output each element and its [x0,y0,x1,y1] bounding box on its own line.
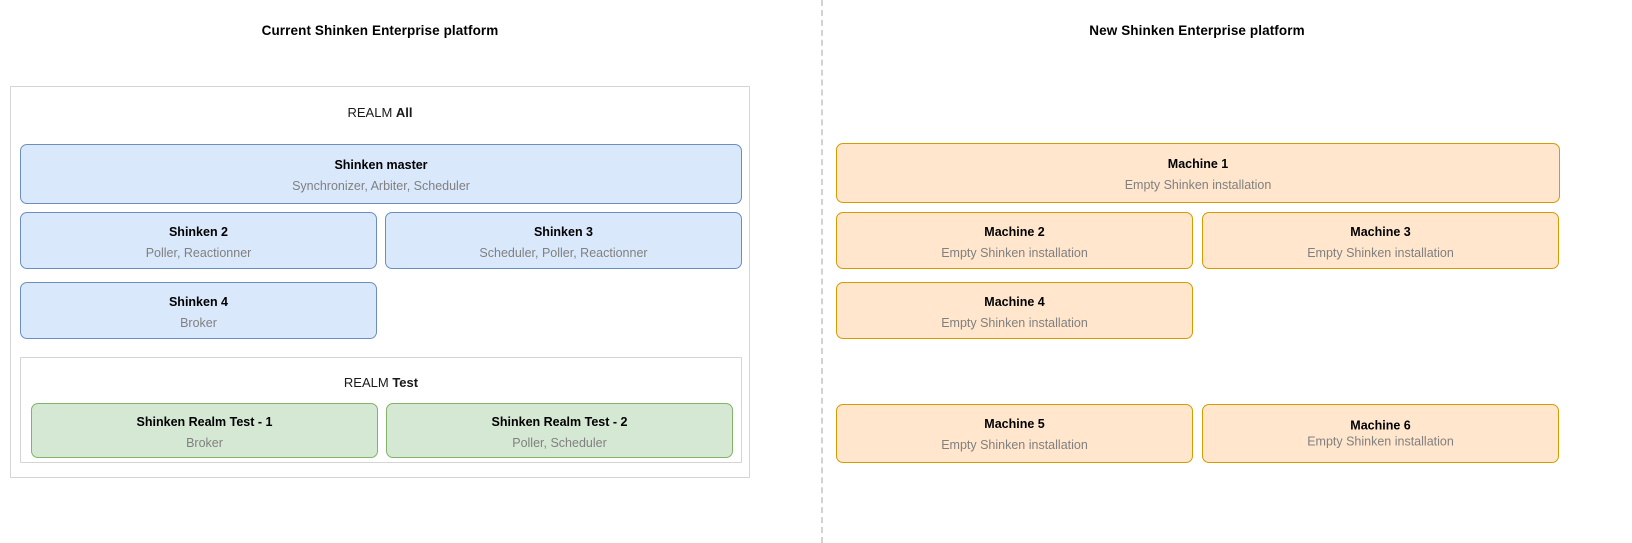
panel-divider [821,0,823,543]
node-shinken-3[interactable]: Shinken 3 Scheduler, Poller, Reactionner [385,212,742,269]
node-shinken-2-subtitle: Poller, Reactionner [145,246,252,260]
node-shinken-master-subtitle: Synchronizer, Arbiter, Scheduler [292,179,470,193]
node-shinken-master-title: Shinken master [334,158,428,172]
node-shinken-realm-test-1-title: Shinken Realm Test - 1 [136,415,273,429]
node-machine-4[interactable]: Machine 4 Empty Shinken installation [836,282,1193,339]
node-shinken-4-title: Shinken 4 [168,295,229,309]
node-shinken-3-title: Shinken 3 [533,225,594,239]
node-shinken-4[interactable]: Shinken 4 Broker [20,282,377,339]
realm-all-container: REALM All Shinken master Synchronizer, A… [10,86,750,478]
node-machine-5-subtitle: Empty Shinken installation [941,438,1088,452]
realm-test-container: REALM Test Shinken Realm Test - 1 Broker… [20,357,742,463]
node-machine-5[interactable]: Machine 5 Empty Shinken installation [836,404,1193,463]
node-machine-3[interactable]: Machine 3 Empty Shinken installation [1202,212,1559,269]
realm-all-label-prefix: REALM [347,105,396,120]
node-machine-3-title: Machine 3 [1350,225,1411,239]
node-shinken-realm-test-2-subtitle: Poller, Scheduler [512,436,607,450]
node-shinken-realm-test-2-title: Shinken Realm Test - 2 [491,415,628,429]
realm-all-label: REALM All [11,105,749,120]
node-machine-1[interactable]: Machine 1 Empty Shinken installation [836,143,1560,203]
node-shinken-2[interactable]: Shinken 2 Poller, Reactionner [20,212,377,269]
node-machine-6[interactable]: Machine 6 Empty Shinken installation [1202,404,1559,463]
realm-test-label-prefix: REALM [343,375,393,390]
node-machine-1-subtitle: Empty Shinken installation [1124,178,1272,192]
node-shinken-master[interactable]: Shinken master Synchronizer, Arbiter, Sc… [20,144,742,204]
realm-all-label-name: All [395,105,413,120]
node-machine-6-subtitle: Empty Shinken installation [1307,434,1454,449]
node-machine-5-title: Machine 5 [984,417,1045,431]
node-shinken-realm-test-1-subtitle: Broker [186,436,223,450]
node-shinken-2-title: Shinken 2 [168,225,229,239]
node-shinken-realm-test-2[interactable]: Shinken Realm Test - 2 Poller, Scheduler [386,403,733,458]
left-panel-title: Current Shinken Enterprise platform [261,23,499,38]
realm-test-label-name: Test [392,375,419,390]
node-machine-3-subtitle: Empty Shinken installation [1307,246,1454,260]
node-machine-4-subtitle: Empty Shinken installation [941,316,1088,330]
node-shinken-realm-test-1[interactable]: Shinken Realm Test - 1 Broker [31,403,378,458]
node-machine-2-title: Machine 2 [984,225,1045,239]
node-machine-6-title: Machine 6 [1350,418,1411,432]
node-machine-1-title: Machine 1 [1167,157,1229,171]
node-shinken-4-subtitle: Broker [180,316,217,330]
node-machine-4-title: Machine 4 [984,295,1045,309]
realm-test-label: REALM Test [21,375,741,390]
node-machine-6-label-stack: Machine 6 Empty Shinken installation [1203,417,1558,450]
node-machine-2[interactable]: Machine 2 Empty Shinken installation [836,212,1193,269]
right-panel-title: New Shinken Enterprise platform [1089,23,1305,38]
node-machine-2-subtitle: Empty Shinken installation [941,246,1088,260]
node-shinken-3-subtitle: Scheduler, Poller, Reactionner [479,246,648,260]
